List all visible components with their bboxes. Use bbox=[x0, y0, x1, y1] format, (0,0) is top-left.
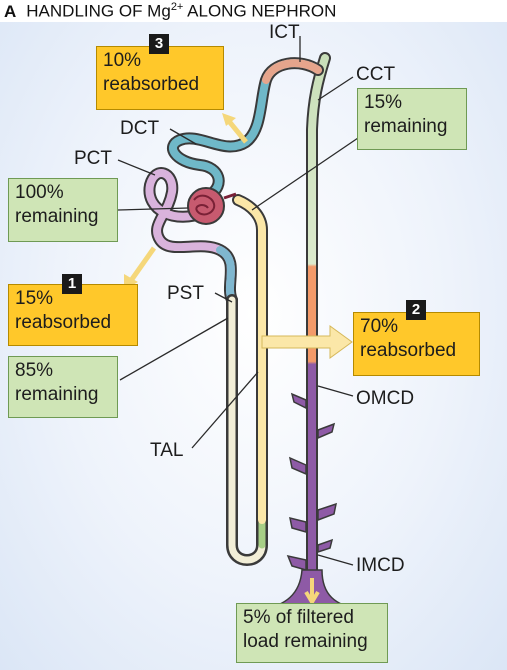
dct-reabsorbed-box: 10% reabsorbed bbox=[96, 46, 224, 110]
label-dct: DCT bbox=[120, 118, 160, 139]
cct-remaining-label: remaining bbox=[364, 116, 448, 137]
loop-of-henle bbox=[226, 194, 268, 566]
pst-remaining-label: remaining bbox=[15, 384, 99, 405]
figure-title: A HANDLING OF Mg2+ ALONG NEPHRON bbox=[4, 0, 336, 20]
glomerulus bbox=[187, 187, 237, 225]
label-tal: TAL bbox=[150, 440, 184, 461]
label-imcd: IMCD bbox=[356, 555, 405, 576]
imcd-branches bbox=[286, 392, 337, 571]
pct-reabsorbed-label: reabsorbed bbox=[15, 312, 112, 333]
pst-remaining-box: 85% remaining bbox=[8, 356, 118, 418]
glomerulus-remaining-label: remaining bbox=[15, 206, 99, 227]
final-remaining-box: 5% of filtered load remaining bbox=[236, 603, 388, 663]
tal-reabsorbed-box: 70% reabsorbed bbox=[353, 312, 480, 376]
dct-reabsorbed-percent: 10% bbox=[103, 50, 142, 71]
pct-reabsorbed-box: 15% reabsorbed bbox=[8, 284, 138, 346]
step-2-badge: 2 bbox=[406, 300, 426, 320]
label-omcd: OMCD bbox=[356, 388, 415, 409]
cct-remaining-percent: 15% bbox=[364, 92, 403, 113]
glomerulus-remaining-box: 100% remaining bbox=[8, 178, 118, 242]
cct-remaining-box: 15% remaining bbox=[357, 88, 467, 150]
dct-reabsorbed-label: reabsorbed bbox=[103, 74, 200, 95]
title-prefix: HANDLING OF Mg bbox=[26, 1, 171, 20]
distal-tubule bbox=[167, 57, 324, 201]
final-remaining-line1: 5% of filtered bbox=[243, 607, 354, 628]
label-ict: ICT bbox=[269, 22, 300, 43]
title-suffix: ALONG NEPHRON bbox=[183, 1, 337, 20]
dct-reabsorb-arrow bbox=[226, 118, 248, 144]
title-superscript: 2+ bbox=[170, 1, 184, 13]
final-remaining-line2: load remaining bbox=[243, 631, 368, 652]
flux-arrows bbox=[124, 113, 353, 359]
pst-remaining-percent: 85% bbox=[15, 360, 54, 381]
pct-reabsorbed-percent: 15% bbox=[15, 288, 54, 309]
label-pct: PCT bbox=[74, 148, 112, 169]
tal-reabsorbed-label: reabsorbed bbox=[360, 340, 457, 361]
glomerulus-remaining-percent: 100% bbox=[15, 182, 64, 203]
label-pst: PST bbox=[167, 283, 204, 304]
duct-outflow-arrow bbox=[304, 578, 320, 606]
step-3-badge: 3 bbox=[149, 34, 169, 54]
label-cct: CCT bbox=[356, 64, 396, 85]
collecting-duct bbox=[261, 52, 361, 611]
panel-letter: A bbox=[4, 1, 17, 20]
step-1-badge: 1 bbox=[62, 274, 82, 294]
pct-reabsorb-arrow bbox=[127, 246, 157, 284]
tal-reabsorbed-percent: 70% bbox=[360, 316, 399, 337]
leader-lines bbox=[117, 36, 359, 566]
tal-reabsorb-arrow bbox=[261, 325, 353, 359]
